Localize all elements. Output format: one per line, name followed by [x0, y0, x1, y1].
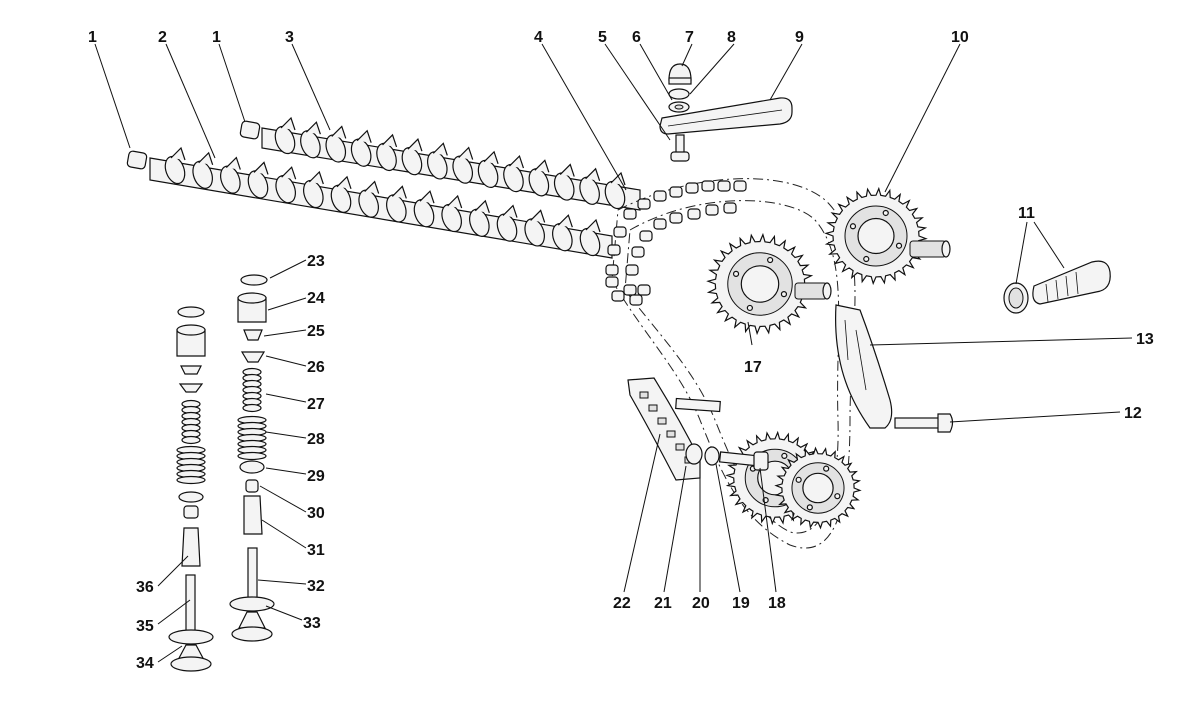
callout-5: 5 — [598, 29, 607, 46]
callout-10: 10 — [951, 29, 969, 46]
callout-33: 33 — [303, 615, 321, 632]
bolt-12 — [894, 413, 954, 433]
washer-20 — [704, 446, 720, 466]
callout-4: 4 — [534, 29, 543, 46]
chain-guide-rail-upper — [659, 97, 793, 135]
callout-30: 30 — [307, 505, 325, 522]
callout-3: 3 — [285, 29, 294, 46]
callout-34: 34 — [136, 655, 154, 672]
callout-11: 11 — [1018, 205, 1035, 222]
callout-17: 17 — [744, 359, 762, 376]
callout-18: 18 — [768, 595, 786, 612]
camshaft-lower — [149, 146, 613, 259]
callout-7: 7 — [685, 29, 694, 46]
camshaft-sprocket-intake — [706, 232, 832, 336]
leader-lines — [94, 43, 1133, 663]
callout-32: 32 — [307, 578, 325, 595]
bolt-5 — [670, 134, 690, 162]
callout-13: 13 — [1136, 331, 1154, 348]
spacer-21 — [685, 443, 703, 465]
callout-20: 20 — [692, 595, 710, 612]
callout-26: 26 — [307, 359, 325, 376]
callout-31: 31 — [307, 542, 325, 559]
sealing-ring-11 — [1003, 282, 1029, 314]
tensioner-plunger — [1032, 260, 1111, 305]
camshaft-sprocket-exhaust — [824, 186, 951, 286]
callout-23: 23 — [307, 253, 325, 270]
crankshaft-sprocket — [725, 430, 862, 530]
chain-guide-lower — [627, 377, 701, 481]
callout-9: 9 — [795, 29, 804, 46]
callout-8: 8 — [727, 29, 736, 46]
valve-train-stack-left — [168, 306, 214, 672]
callout-1b: 1 — [212, 29, 221, 46]
camshaft-end-plug-left — [126, 150, 148, 170]
chain-tensioner-guide — [835, 304, 893, 429]
callout-2: 2 — [158, 29, 167, 46]
callout-36: 36 — [136, 579, 154, 596]
callout-28: 28 — [307, 431, 325, 448]
callout-21: 21 — [654, 595, 672, 612]
callout-6: 6 — [632, 29, 641, 46]
callout-35: 35 — [136, 618, 154, 635]
bolt-18 — [718, 451, 769, 471]
callout-27: 27 — [307, 396, 325, 413]
valve-train-stack-right — [229, 274, 275, 642]
callout-1a: 1 — [88, 29, 97, 46]
washer-8 — [668, 88, 690, 100]
camshaft-end-plug-right — [239, 120, 261, 140]
callout-29: 29 — [307, 468, 325, 485]
camshaft-upper — [261, 116, 641, 211]
callout-labels: 1 2 1 3 4 5 6 7 8 9 10 11 12 13 17 18 19… — [88, 29, 1154, 672]
cap-nut-7 — [668, 63, 692, 85]
callout-19: 19 — [732, 595, 750, 612]
pin-22 — [675, 397, 721, 413]
callout-25: 25 — [307, 323, 325, 340]
callout-12: 12 — [1124, 405, 1142, 422]
callout-22: 22 — [613, 595, 631, 612]
callout-24: 24 — [307, 290, 325, 307]
washer-6 — [668, 101, 690, 113]
